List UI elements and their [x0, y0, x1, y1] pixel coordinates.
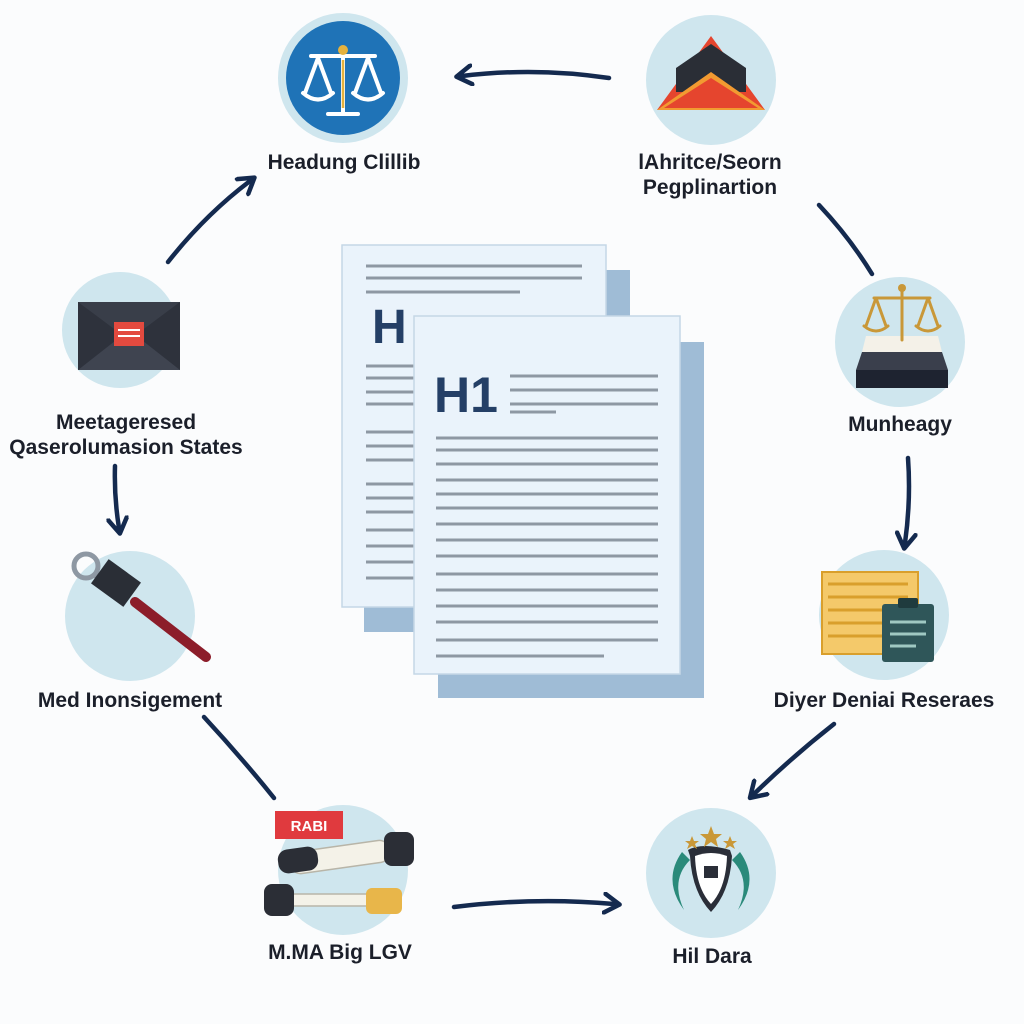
- node-gavel: [65, 551, 211, 681]
- label-gavel: Med Inonsigement: [38, 688, 222, 713]
- label-balance-line-1: Munheagy: [848, 413, 952, 436]
- label-gavel-line-1: Med Inonsigement: [37, 689, 223, 712]
- front-document-heading: H1: [434, 367, 498, 423]
- tools-badge: [275, 811, 343, 839]
- arrow-documents-to-shield: [754, 721, 837, 794]
- label-envelope-line-1: Meetageresed: [55, 411, 197, 434]
- label-balance: Munheagy: [848, 412, 952, 437]
- arrow-search-to-justice: [462, 72, 612, 78]
- label-documents-line-1: Diyer Deniai Reseraes: [773, 689, 995, 712]
- gavel-icon: [71, 551, 211, 662]
- label-tools: M.MA Big LGV: [268, 940, 412, 965]
- tools-icon: [264, 832, 414, 916]
- front-document-lines: [436, 374, 658, 658]
- arrow-envelope-to-gavel: [115, 463, 119, 528]
- balance-on-book-icon: [856, 284, 948, 388]
- arrow-envelope-to-justice: [165, 181, 250, 265]
- envelope-icon: [78, 302, 180, 370]
- open-envelope-icon: [657, 36, 765, 110]
- document-stack-icon: [821, 571, 934, 662]
- label-justice-line-1: Headung Clillib: [267, 151, 421, 174]
- tools-badge-text: RABI: [291, 818, 328, 835]
- label-documents: Diyer Deniai Reseraes: [774, 688, 995, 713]
- label-envelope-line-2: Qaserolumasion States: [9, 436, 243, 459]
- back-document-lines: [366, 264, 582, 580]
- label-search-line-2: Pegplinartion: [642, 176, 778, 199]
- node-documents: [819, 550, 949, 680]
- node-tools: RABI: [264, 805, 414, 935]
- label-envelope: Meetageresed Qaserolumasion States: [9, 410, 242, 460]
- arrow-search-to-balance: [816, 202, 875, 277]
- node-justice: [278, 13, 408, 143]
- label-shield-line-1: Hil Dara: [672, 945, 752, 968]
- node-envelope: [62, 272, 180, 388]
- label-search-line-1: lAhritce/Seorn: [638, 151, 782, 174]
- label-shield: Hil Dara: [672, 944, 751, 969]
- arrow-balance-to-documents: [905, 455, 909, 543]
- arrow-gavel-to-tools: [201, 714, 277, 801]
- node-shield: [646, 808, 776, 938]
- back-document-heading: H: [372, 301, 407, 354]
- center-document-stack: H H1: [341, 244, 704, 698]
- node-gavel-circle: [65, 551, 195, 681]
- arrow-tools-to-shield: [451, 901, 614, 907]
- shield-emblem-icon: [672, 826, 750, 912]
- label-search: lAhritce/Seorn Pegplinartion: [638, 150, 782, 200]
- node-balance: [835, 277, 965, 407]
- node-search: [646, 15, 776, 145]
- cycle-arrows: [115, 72, 909, 907]
- label-tools-line-1: M.MA Big LGV: [268, 941, 412, 964]
- label-justice: Headung Clillib: [268, 150, 421, 175]
